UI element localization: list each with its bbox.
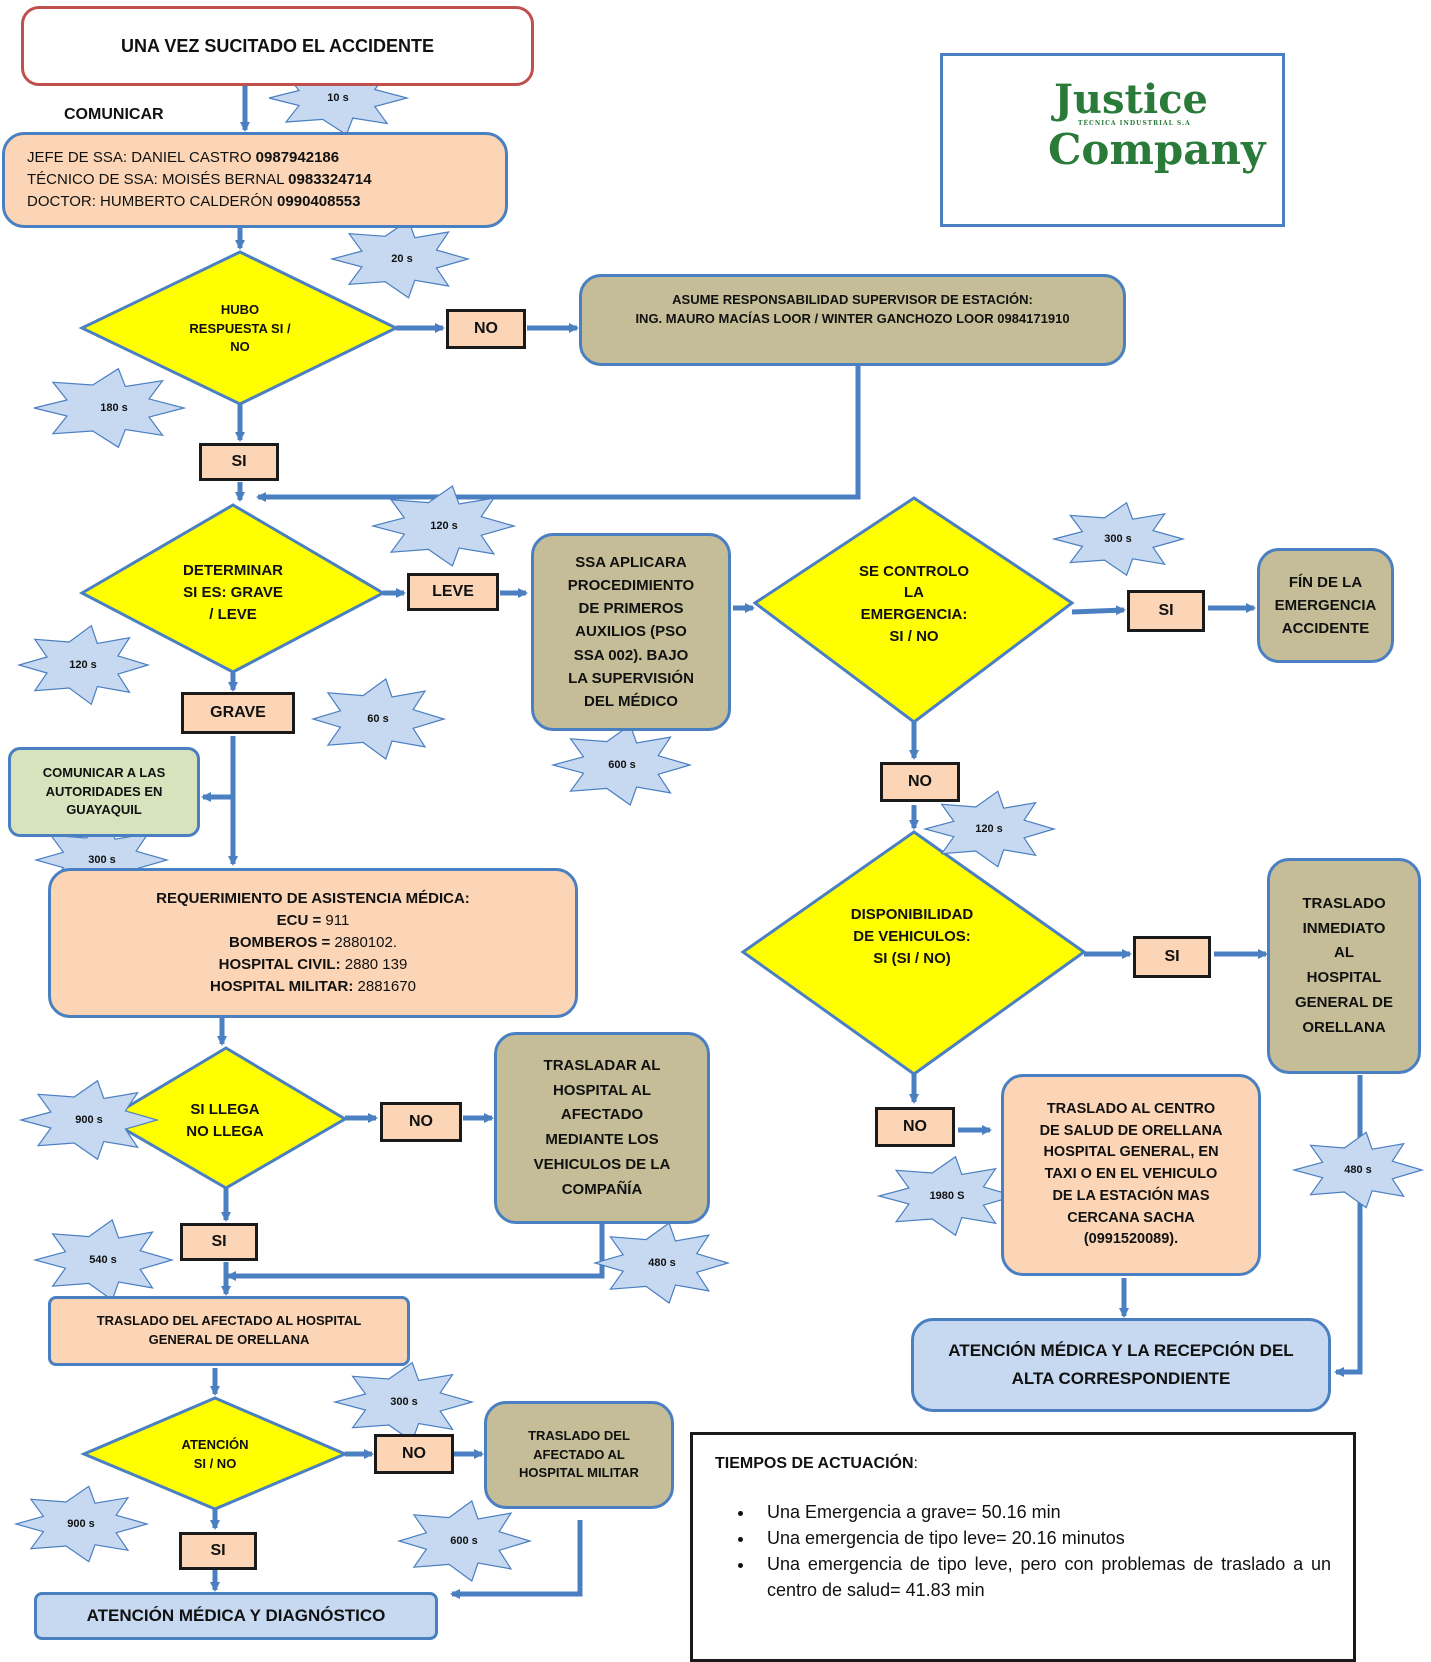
star-300a <box>1051 501 1186 577</box>
logo-frame <box>940 53 1285 227</box>
star-120b <box>16 624 151 706</box>
time-60: 60 s <box>367 713 389 725</box>
comunicar-box: JEFE DE SSA: DANIEL CASTRO 0987942186 TÉ… <box>2 132 508 228</box>
star-480a <box>592 1222 731 1304</box>
star-900b <box>13 1485 150 1563</box>
time-480a: 480 s <box>648 1257 676 1269</box>
star-120c <box>922 790 1057 868</box>
time-900a: 900 s <box>75 1114 103 1126</box>
label-no-atencion: NO <box>374 1434 454 1474</box>
time-120a: 120 s <box>430 520 458 532</box>
supervisor-box: ASUME RESPONSABILIDAD SUPERVISOR DE ESTA… <box>579 274 1126 366</box>
contact-row: JEFE DE SSA: DANIEL CASTRO 0987942186 <box>27 149 340 167</box>
start-box: UNA VEZ SUCITADO EL ACCIDENTE <box>21 6 534 86</box>
time-20: 20 s <box>391 253 413 265</box>
tiempos-list: Una Emergencia a grave= 50.16 min Una em… <box>715 1499 1331 1603</box>
label-si-respuesta: SI <box>199 443 279 481</box>
requerimiento-row: HOSPITAL MILITAR: 2881670 <box>210 978 416 996</box>
diagnostico-box: ATENCIÓN MÉDICA Y DIAGNÓSTICO <box>34 1592 438 1640</box>
star-180 <box>33 367 187 449</box>
requerimiento-row: BOMBEROS = 2880102. <box>228 933 397 951</box>
requerimiento-row: HOSPITAL CIVIL: 2880 139 <box>218 956 408 974</box>
tiempos-panel: TIEMPOS DE ACTUACIÓN: Una Emergencia a g… <box>690 1432 1356 1662</box>
time-300c: 300 s <box>390 1396 418 1408</box>
time-480b: 480 s <box>1344 1164 1372 1176</box>
star-20 <box>329 219 471 299</box>
time-600a: 600 s <box>608 759 636 771</box>
requerimiento-row: ECU = 911 <box>276 911 350 929</box>
label-si-atencion: SI <box>179 1532 257 1570</box>
contact-row: DOCTOR: HUMBERTO CALDERÓN 0990408553 <box>27 192 361 210</box>
time-120b: 120 s <box>69 659 97 671</box>
connector-arrows <box>201 86 1363 1599</box>
time-600b: 600 s <box>450 1535 478 1547</box>
label-si-controlo: SI <box>1127 590 1205 632</box>
star-120a <box>370 485 517 567</box>
time-120c: 120 s <box>975 823 1003 835</box>
start-title: UNA VEZ SUCITADO EL ACCIDENTE <box>120 35 434 56</box>
label-no-respuesta: NO <box>446 309 526 349</box>
star-900a <box>18 1079 160 1161</box>
logo-wordmark: Justice TÉCNICA INDUSTRIAL S.A Company <box>1048 76 1266 174</box>
label-si-disponibilidad: SI <box>1133 936 1211 978</box>
contact-row: TÉCNICO DE SSA: MOISÉS BERNAL 0983324714 <box>27 171 372 189</box>
star-600a <box>550 724 693 806</box>
time-180: 180 s <box>100 402 128 414</box>
time-10: 10 s <box>327 92 349 104</box>
label-no-controlo: NO <box>880 762 960 802</box>
time-540: 540 s <box>89 1254 117 1266</box>
comunicar-label: COMUNICAR <box>64 106 164 124</box>
label-grave: GRAVE <box>181 692 295 734</box>
time-900b: 900 s <box>67 1518 95 1530</box>
label-leve: LEVE <box>407 573 499 611</box>
star-300c <box>332 1361 475 1443</box>
star-600b <box>396 1500 533 1582</box>
requerimiento-box: REQUERIMIENTO DE ASISTENCIA MÉDICA: ECU … <box>48 868 578 1018</box>
tiempos-item: Una Emergencia a grave= 50.16 min <box>755 1499 1331 1525</box>
tiempos-title: TIEMPOS DE ACTUACIÓN: <box>715 1455 918 1472</box>
time-300a: 300 s <box>1104 533 1132 545</box>
star-1980 <box>876 1155 1018 1237</box>
tiempos-item: Una emergencia de tipo leve, pero con pr… <box>755 1551 1331 1603</box>
label-no-si-llega: NO <box>380 1102 462 1142</box>
label-no-disponibilidad: NO <box>875 1107 955 1147</box>
time-1980: 1980 S <box>929 1190 965 1202</box>
star-480b <box>1291 1131 1425 1209</box>
star-540 <box>32 1219 175 1301</box>
tiempos-item: Una emergencia de tipo leve= 20.16 minut… <box>755 1525 1331 1551</box>
time-300b: 300 s <box>88 854 116 866</box>
star-60 <box>310 678 447 760</box>
label-si-si-llega: SI <box>180 1223 258 1261</box>
